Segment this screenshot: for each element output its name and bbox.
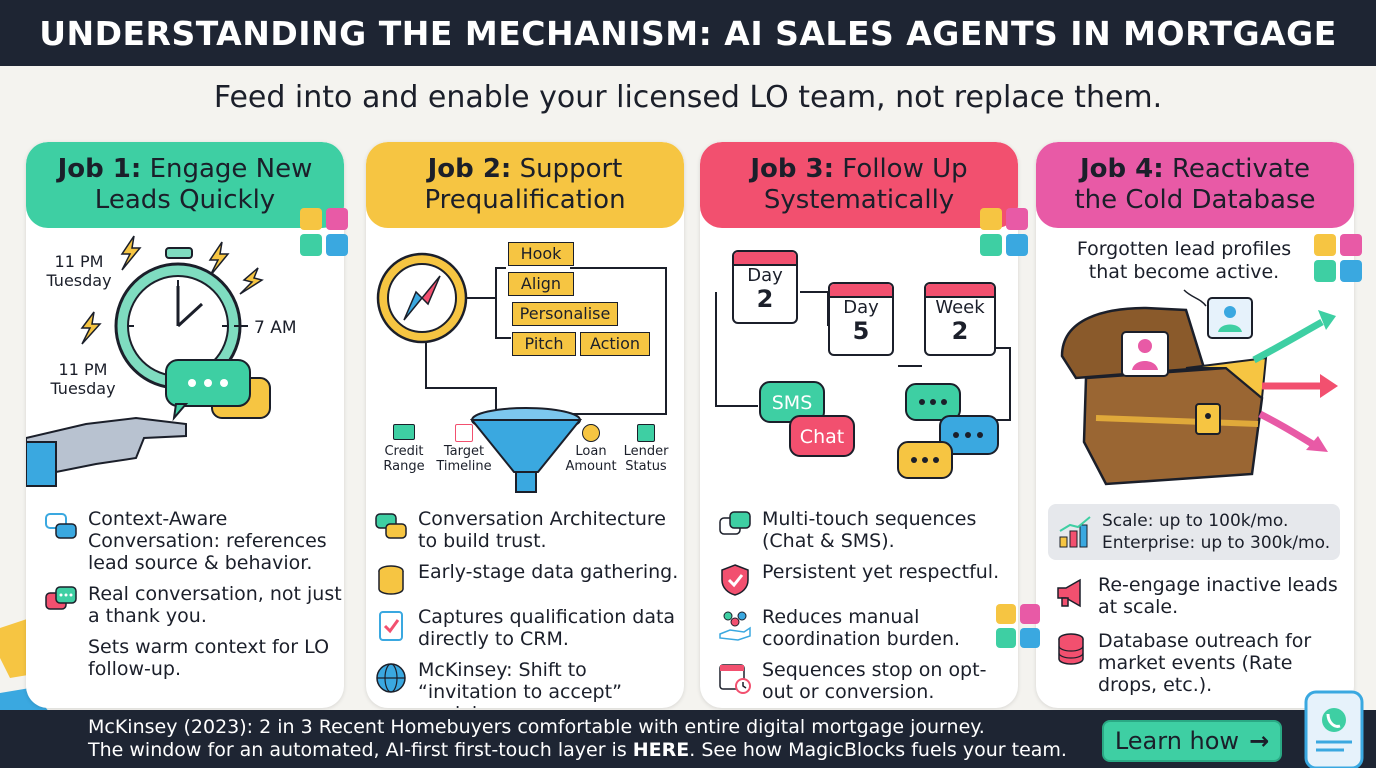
footer-text: McKinsey (2023): 2 in 3 Recent Homebuyer… [88, 716, 1088, 762]
scale-stat-box: Scale: up to 100k/mo. Enterprise: up to … [1048, 504, 1340, 560]
data-item-target-timeline: Target Timeline [432, 424, 496, 474]
calendar-week2-icon: Week 2 [924, 282, 996, 356]
job2-title-line1: Support [519, 154, 623, 184]
learn-how-button[interactable]: Learn how → [1102, 720, 1282, 762]
calendar-icon [455, 424, 473, 442]
job1-title-line2: Leads Quickly [94, 185, 276, 215]
clock-label-right-time: 7 AM [254, 318, 297, 338]
list-item: Database outreach for market events (Rat… [1054, 630, 1346, 696]
list-item: Reduces manual coordination burden. [718, 606, 1014, 650]
bar-growth-icon [1059, 516, 1091, 548]
list-item: Captures qualification data directly to … [374, 606, 680, 650]
decorative-cubes-icon [996, 604, 1040, 648]
job3-title-line1: Follow Up [842, 154, 968, 184]
page-subtitle: Feed into and enable your licensed LO te… [213, 80, 1163, 115]
job3-illustration: Day 2 Day 5 Week 2 SMS Chat [700, 228, 1018, 496]
compass-funnel-icon [376, 252, 667, 493]
scale-stat-line2: Enterprise: up to 300k/mo. [1102, 533, 1331, 553]
job2-illustration: Hook Align Personalise Pitch Action Cred… [366, 228, 684, 496]
job4-caption: Forgotten lead profiles that become acti… [1076, 238, 1292, 283]
decorative-cubes-icon [1314, 234, 1362, 282]
money-bag-icon [582, 424, 600, 442]
scale-stat-line1: Scale: up to 100k/mo. [1102, 511, 1289, 531]
map-icon [637, 424, 655, 442]
arrow-right-icon: → [1249, 727, 1270, 755]
shield-check-icon [721, 564, 749, 596]
chat-bubbles-icon [375, 513, 407, 539]
clock-label-bottom-day: Tuesday [50, 379, 116, 398]
footer-line1: McKinsey (2023): 2 in 3 Recent Homebuyer… [88, 716, 985, 738]
flow-step-align: Align [508, 272, 574, 296]
calendar-day5-icon: Day 5 [828, 282, 894, 356]
globe-icon [376, 663, 406, 693]
calendar-clock-icon [719, 664, 751, 694]
job4-title-line2: the Cold Database [1074, 185, 1316, 215]
chat-bubbles-icon [45, 513, 77, 539]
phone-icon [1304, 690, 1364, 768]
alarm-clock-icon [26, 235, 271, 487]
clock-label-top-time: 11 PM [54, 252, 104, 271]
clock-label-top-day: Tuesday [46, 271, 112, 290]
flow-step-personalise: Personalise [512, 302, 618, 326]
job1-title-line1: Engage New [149, 154, 313, 184]
job4-title-line1: Reactivate [1171, 154, 1310, 184]
data-item-lender-status: Lender Status [618, 424, 674, 474]
list-item: Persistent yet respectful. [718, 561, 1014, 597]
data-item-loan-amount: Loan Amount [564, 424, 618, 474]
list-item: McKinsey: Shift to “invitation to accept… [374, 659, 680, 708]
job4-label: Job 4: [1079, 154, 1164, 184]
job3-label: Job 3: [750, 154, 835, 184]
flow-step-pitch: Pitch [512, 332, 576, 356]
job1-label: Job 1: [57, 154, 142, 184]
list-item: Conversation Architecture to build trust… [374, 508, 680, 552]
list-item: Multi-touch sequences (Chat & SMS). [718, 508, 1014, 552]
page-title: UNDERSTANDING THE MECHANISM: AI SALES AG… [39, 13, 1337, 53]
channel-label-chat: Chat [799, 426, 845, 448]
database-coins-icon [378, 565, 404, 595]
list-item: Real conversation, not just a thank you. [44, 583, 344, 627]
job2-title-line2: Prequalification [424, 185, 626, 215]
job1-bullets: Context-Aware Conversation: references l… [44, 508, 344, 689]
treasure-chest-icon [1060, 289, 1338, 486]
job2-bullets: Conversation Architecture to build trust… [374, 508, 680, 708]
job3-title-line2: Systematically [763, 185, 955, 215]
calendar-day2-icon: Day 2 [732, 250, 798, 324]
dots-chat-icon [45, 586, 77, 610]
data-item-credit-range: Credit Range [380, 424, 428, 474]
title-bar: UNDERSTANDING THE MECHANISM: AI SALES AG… [0, 0, 1376, 66]
chat-bubbles-icon [719, 511, 751, 535]
list-item: Re-engage inactive leads at scale. [1054, 574, 1346, 618]
credit-card-icon [393, 424, 415, 440]
decorative-cubes-icon [300, 208, 348, 256]
channel-label-sms: SMS [771, 392, 813, 414]
flow-step-action: Action [580, 332, 650, 356]
megaphone-icon [1057, 578, 1081, 608]
list-item: Sets warm context for LO follow-up. [88, 636, 330, 680]
learn-how-label: Learn how [1114, 727, 1240, 755]
list-item: Early-stage data gathering. [374, 561, 680, 597]
list-item: Sequences stop on opt-out or conversion. [718, 659, 1014, 703]
database-icon [1058, 633, 1084, 665]
follow-up-flow-icon [715, 291, 1011, 479]
job4-illustration: Forgotten lead profiles that become acti… [1036, 228, 1354, 496]
decorative-cubes-icon [980, 208, 1028, 256]
clock-label-bottom-time: 11 PM [58, 360, 108, 379]
flow-step-hook: Hook [508, 242, 574, 266]
footer-line2: The window for an automated, AI-first fi… [88, 739, 1067, 761]
job2-label: Job 2: [427, 154, 512, 184]
job1-illustration: 11 PM Tuesday 7 AM 11 PM Tuesday [26, 228, 344, 496]
job4-bullets: Re-engage inactive leads at scale. Datab… [1054, 574, 1346, 705]
clipboard-check-icon [379, 611, 403, 641]
job3-bullets: Multi-touch sequences (Chat & SMS). Pers… [718, 508, 1014, 708]
team-hand-icon [719, 611, 751, 641]
list-item: Context-Aware Conversation: references l… [44, 508, 344, 574]
